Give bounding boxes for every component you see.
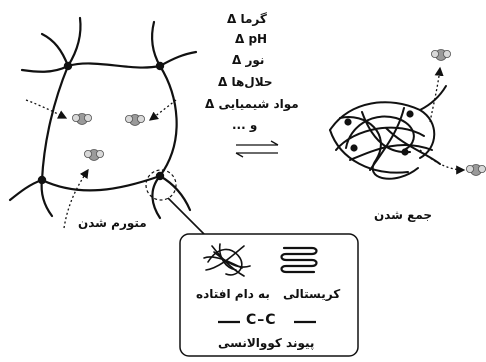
collapsed-network — [330, 86, 446, 179]
reversible-arrows — [236, 141, 278, 157]
water-molecule — [466, 165, 485, 176]
entangled-caption: به دام افتاده — [196, 287, 270, 301]
crosslink-node — [401, 148, 408, 155]
crosslink-node — [156, 172, 164, 180]
crosslink-node — [344, 118, 351, 125]
covalent-symbol: C–C — [246, 312, 277, 328]
crosslink-node — [406, 110, 413, 117]
crosslink-node — [38, 176, 46, 184]
stimulus-ph: Δ pH — [235, 32, 291, 46]
collapsed-caption: جمع شدن — [374, 208, 432, 222]
water-molecule — [84, 150, 103, 161]
crystalline-caption: کریستالی — [283, 287, 340, 301]
stimulus-light: نور Δ — [232, 53, 292, 67]
stimulus-etc: و ... — [232, 118, 272, 132]
water-molecule — [431, 50, 450, 61]
covalent-caption: پیوند کووالانسی — [218, 336, 314, 350]
water-molecule — [72, 114, 91, 125]
crosslink-node — [350, 144, 357, 151]
swollen-nodes — [38, 62, 164, 184]
stimulus-chemicals: مواد شیمیایی Δ — [205, 97, 299, 111]
swollen-caption: متورم شدن — [78, 216, 147, 230]
stimulus-heat: گرما Δ — [227, 12, 291, 26]
water-molecule — [125, 115, 144, 126]
crosslink-node — [156, 62, 164, 70]
swollen-network — [10, 18, 196, 218]
crosslink-node — [64, 62, 72, 70]
stimulus-solvents: حلال‌ها Δ — [218, 75, 292, 89]
